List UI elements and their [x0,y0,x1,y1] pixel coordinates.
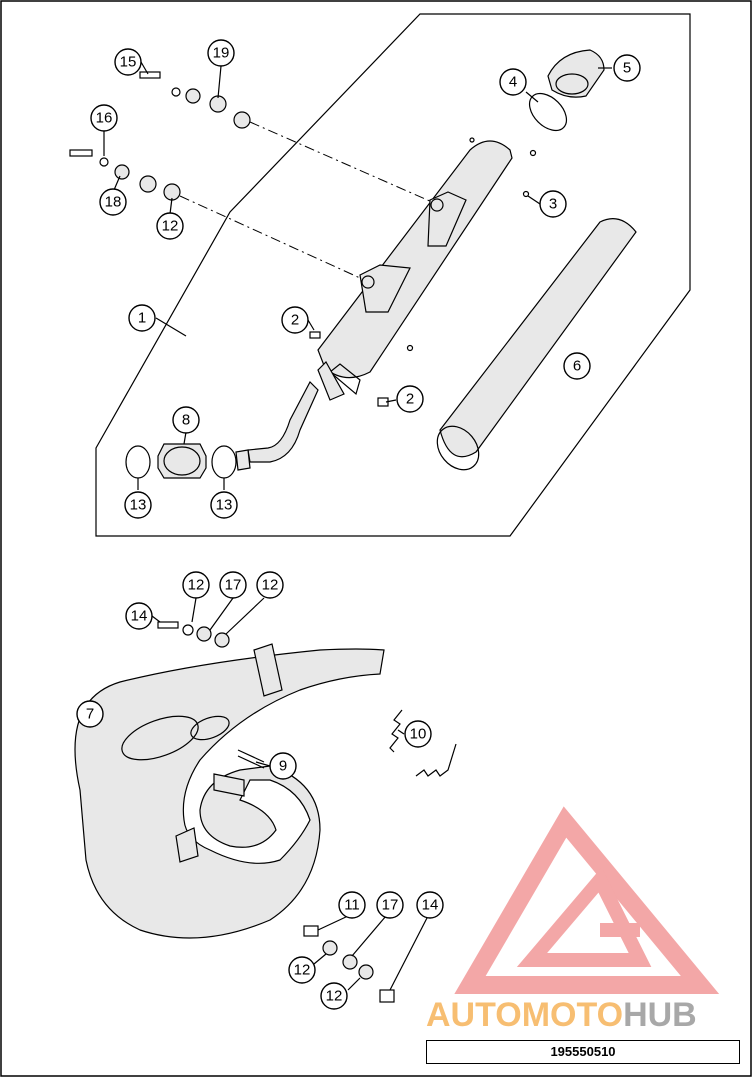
svg-text:16: 16 [96,110,113,127]
exhaust-pipe [74,643,385,939]
spring-clips [237,749,265,769]
callout-3: 3 [539,190,567,218]
svg-text:3: 3 [549,196,557,213]
silencer-assembly [235,137,537,471]
leader-lines [103,61,612,991]
assembly-outline [95,13,691,537]
svg-text:12: 12 [326,988,343,1005]
callout-1: 1 [128,304,156,332]
callout-12: 12 [156,212,184,240]
callout-12: 12 [288,956,316,984]
callout-9: 9 [269,752,297,780]
springs [389,709,457,777]
exhaust-sleeve [157,443,207,479]
svg-text:1: 1 [138,310,146,327]
svg-text:9: 9 [279,758,287,775]
seal-ring-left [125,445,151,479]
callout-13: 13 [124,491,152,519]
svg-text:11: 11 [344,897,360,914]
callout-12: 12 [320,982,348,1010]
mounting-hardware-lower [69,149,181,201]
svg-text:14: 14 [422,897,439,914]
svg-text:4: 4 [509,74,517,91]
callout-13: 13 [210,491,238,519]
callout-11: 11 [338,891,366,919]
svg-text:2: 2 [291,312,299,329]
svg-text:17: 17 [225,577,242,594]
svg-text:19: 19 [213,45,230,62]
callout-19: 19 [207,39,235,67]
callout-2: 2 [281,306,309,334]
callout-15: 15 [114,48,142,76]
callout-10: 10 [404,720,432,748]
svg-text:12: 12 [262,577,279,594]
svg-text:12: 12 [294,962,311,979]
alignment-line-upper [249,121,433,203]
svg-text:14: 14 [131,608,148,625]
svg-text:8: 8 [182,412,190,429]
callout-2: 2 [396,385,424,413]
svg-text:15: 15 [120,54,137,71]
mounting-hardware-middle [157,621,230,648]
callout-18: 18 [99,188,127,216]
callout-12: 12 [256,571,284,599]
callout-16: 16 [90,104,118,132]
callout-8: 8 [172,406,200,434]
svg-text:13: 13 [216,497,233,514]
svg-text:18: 18 [105,194,122,211]
automotohub-logo [454,806,720,994]
callout-17: 17 [219,571,247,599]
svg-text:6: 6 [573,358,581,375]
callout-4: 4 [499,68,527,96]
seal-ring-right [211,445,237,479]
automotohub-wordmark: AUTOMOTOHUB [426,996,697,1034]
part-number-box: 195550510 [426,1040,740,1064]
svg-text:13: 13 [130,497,147,514]
svg-text:17: 17 [382,897,399,914]
svg-text:5: 5 [623,60,631,77]
silencer-packing [436,218,637,471]
callout-14: 14 [416,891,444,919]
callout-5: 5 [613,54,641,82]
callout-7: 7 [76,700,104,728]
svg-text:12: 12 [188,577,205,594]
callout-6: 6 [563,352,591,380]
callout-14: 14 [125,602,153,630]
alignment-line-lower [179,195,361,279]
mounting-hardware-bottom [303,925,395,1003]
screw-upper [309,331,321,339]
o-ring [528,92,568,132]
svg-text:AUTOMOTOHUB: AUTOMOTOHUB [426,996,697,1034]
svg-text:2: 2 [406,391,414,408]
mounting-hardware-upper [139,71,251,129]
svg-text:12: 12 [162,218,179,235]
svg-text:7: 7 [86,706,94,723]
callout-17: 17 [376,891,404,919]
end-cap [547,49,605,98]
callout-12: 12 [182,571,210,599]
svg-text:10: 10 [410,726,427,743]
